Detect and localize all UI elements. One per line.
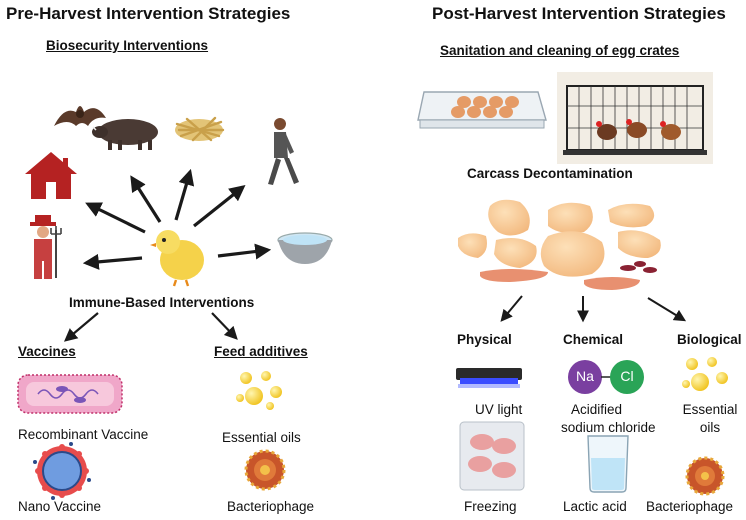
feed-additives-heading: Feed additives (214, 344, 308, 359)
vaccines-heading: Vaccines (18, 344, 76, 359)
water-bowl-icon (277, 232, 333, 264)
uv-light-icon (456, 368, 522, 388)
carcass-arrows (500, 295, 687, 323)
bacteriophage-icon (244, 449, 286, 491)
pre-harvest-title: Pre-Harvest Intervention Strategies (6, 4, 291, 23)
na-label: Na (576, 368, 594, 384)
bacteriophage-post-label: Bacteriophage (646, 499, 734, 514)
physical-heading: Physical (457, 332, 512, 347)
post-harvest-title: Post-Harvest Intervention Strategies (432, 4, 726, 23)
arrow-to-physical (500, 295, 523, 322)
recombinant-vaccine-icon (17, 374, 123, 414)
acidified-label-line2: sodium chloride (561, 420, 656, 435)
immune-heading: Immune-Based Interventions (69, 295, 255, 310)
cl-label: Cl (620, 368, 634, 384)
lactic-acid-beaker-icon (587, 435, 629, 493)
arrow-to-bedding (174, 168, 195, 221)
biosecurity-heading: Biosecurity Interventions (46, 38, 209, 53)
essential-oils-post-line2: oils (699, 420, 721, 435)
chemical-heading: Chemical (563, 332, 624, 347)
freezing-label: Freezing (464, 499, 517, 514)
essential-oils-label: Essential oils (222, 430, 301, 445)
essential-oils-post-line1: Essential (682, 402, 738, 417)
bacteriophage-icon-post (685, 456, 725, 496)
arrow-to-water (217, 243, 272, 260)
lactic-acid-label: Lactic acid (563, 499, 627, 514)
bacteriophage-label: Bacteriophage (227, 499, 315, 514)
farmer-icon (30, 215, 62, 279)
essential-oils-icon-post (682, 357, 728, 391)
recombinant-vaccine-label: Recombinant Vaccine (18, 427, 149, 442)
bat-icon (54, 106, 106, 126)
house-icon (25, 152, 77, 199)
frozen-meat-icon (459, 421, 525, 491)
arrow-to-feed-additives (211, 312, 238, 340)
nano-vaccine-label: Nano Vaccine (18, 499, 102, 514)
na-atom-icon (568, 360, 602, 394)
arrow-to-visitor (193, 185, 246, 228)
biosecurity-arrows (82, 168, 272, 270)
arrow-to-farmer (82, 253, 143, 270)
immune-arrows (63, 312, 238, 342)
boar-icon (92, 119, 158, 150)
arrow-to-house (85, 202, 146, 234)
sanitation-heading: Sanitation and cleaning of egg crates (440, 43, 680, 58)
visitor-icon (268, 118, 299, 185)
cl-atom-icon (610, 360, 644, 394)
chick-icon (150, 230, 204, 287)
chicken-parts-icon (458, 199, 661, 290)
arrow-to-biological (647, 297, 687, 322)
nano-vaccine-icon (33, 442, 91, 500)
egg-crate-icon (417, 91, 547, 129)
uv-light-label: UV light (475, 402, 523, 417)
essential-oils-icon (236, 371, 282, 410)
arrow-to-vaccines (63, 312, 99, 342)
biological-heading: Biological (677, 332, 742, 347)
carcass-heading: Carcass Decontamination (467, 166, 633, 181)
straw-bedding-icon (175, 116, 225, 142)
poultry-cage-icon (557, 72, 713, 164)
arrow-to-wildlife (130, 175, 162, 223)
acidified-label-line1: Acidified (571, 402, 623, 417)
